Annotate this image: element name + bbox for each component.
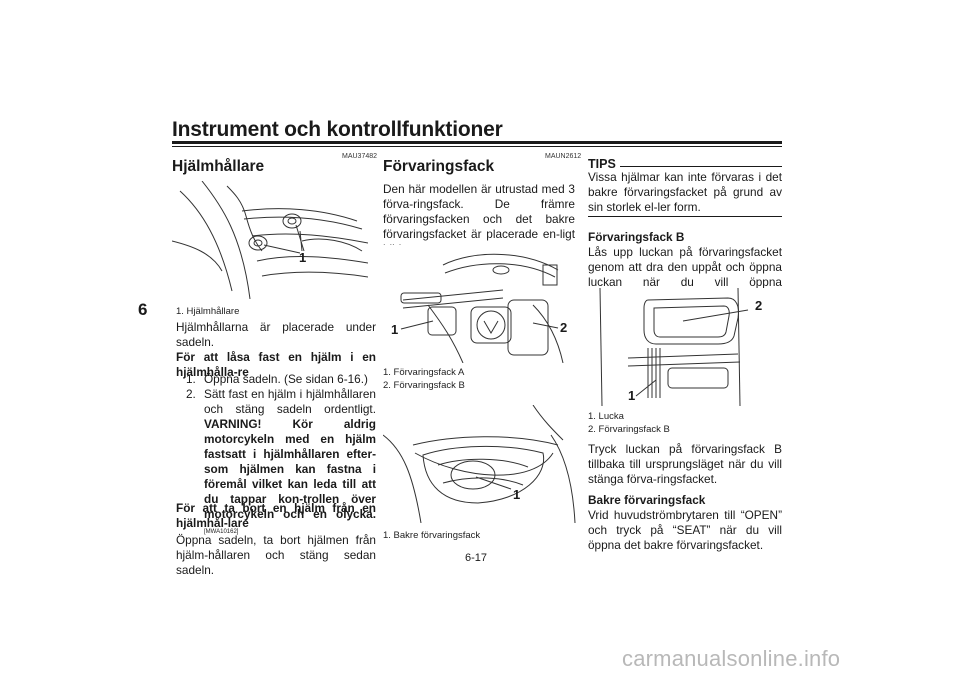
step-number: 2.: [186, 387, 196, 401]
front-storage-figure: 1 2: [383, 245, 579, 363]
front-storage-caption-1: 1. Förvaringsfack A: [383, 367, 465, 378]
page-number: 6-17: [465, 552, 488, 564]
warning-text: VARNING! Kör aldrig motorcykeln med en h…: [204, 417, 376, 521]
front-storage-callout-2: 2: [560, 320, 568, 335]
tips-top-rule: [620, 166, 782, 167]
front-storage-caption-2: 2. Förvaringsfack B: [383, 380, 465, 391]
rear-compartment-heading: Bakre förvaringsfack: [588, 493, 706, 507]
rear-storage-illustration: [383, 405, 576, 523]
helmet-figure-callout-1: 1: [299, 250, 307, 265]
tips-bottom-rule: [588, 216, 782, 217]
section-code-storage: MAUN2612: [545, 153, 582, 160]
section-title-storage: Förvaringsfack: [383, 158, 495, 175]
header-rule-thick: [172, 141, 782, 144]
step-text: Sätt fast en hjälm i hjälmhållaren och s…: [204, 387, 376, 540]
page-header-title: Instrument och kontrollfunktioner: [172, 118, 503, 141]
helmet-intro-text: Hjälmhållarna är placerade under sadeln.: [176, 320, 376, 349]
step-number: 1.: [186, 372, 196, 386]
tips-text: Vissa hjälmar kan inte förvaras i det ba…: [588, 170, 782, 214]
watermark: carmanualsonline.info: [622, 646, 841, 671]
compartment-b-figure: 2 1: [588, 288, 782, 406]
compartment-b-caption-2: 2. Förvaringsfack B: [588, 424, 670, 435]
chapter-tab: 6: [138, 300, 148, 319]
front-storage-illustration: [400, 253, 564, 363]
helmet-holder-illustration: [172, 181, 368, 299]
compartment-b-close-text: Tryck luckan på förvaringsfack B tillbak…: [588, 442, 782, 486]
warning-code: [MWA10162]: [204, 529, 239, 535]
compartment-b-heading: Förvaringsfack B: [588, 230, 685, 244]
compartment-b-callout-2: 2: [755, 298, 763, 313]
list-item: 1. Öppna sadeln. (Se sidan 6-16.): [186, 372, 376, 387]
compartment-b-illustration: [599, 288, 749, 406]
remove-helmet-text: Öppna sadeln, ta bort hjälmen från hjälm…: [176, 533, 376, 577]
front-storage-callout-1: 1: [391, 322, 399, 337]
rear-storage-caption: 1. Bakre förvaringsfack: [383, 530, 481, 541]
compartment-b-callout-1: 1: [628, 388, 636, 403]
helmet-holder-figure: 1: [172, 181, 368, 299]
rear-compartment-text: Vrid huvudströmbrytaren till “OPEN” och …: [588, 508, 782, 552]
step-text-main: Sätt fast en hjälm i hjälmhållaren och s…: [204, 387, 376, 416]
compartment-b-caption-1: 1. Lucka: [588, 411, 624, 422]
section-title-helmet-holder: Hjälmhållare: [172, 158, 265, 175]
rear-storage-callout-1: 1: [513, 487, 521, 502]
tips-title: TIPS: [588, 157, 616, 171]
step-text: Öppna sadeln. (Se sidan 6-16.): [204, 372, 368, 386]
list-item: 2. Sätt fast en hjälm i hjälmhållaren oc…: [186, 387, 376, 540]
remove-helmet-heading: För att ta bort en hjälm från en hjälmhå…: [176, 501, 376, 530]
lock-helmet-steps: 1. Öppna sadeln. (Se sidan 6-16.) 2. Sät…: [186, 372, 376, 540]
section-code-helmet: MAU37482: [342, 153, 378, 160]
header-rule-thin: [172, 146, 782, 147]
rear-storage-figure: 1: [383, 405, 579, 523]
lock-helmet-heading: För att låsa fast en hjälm i en hjälmhål…: [176, 350, 376, 379]
helmet-figure-caption: 1. Hjälmhållare: [176, 306, 240, 317]
